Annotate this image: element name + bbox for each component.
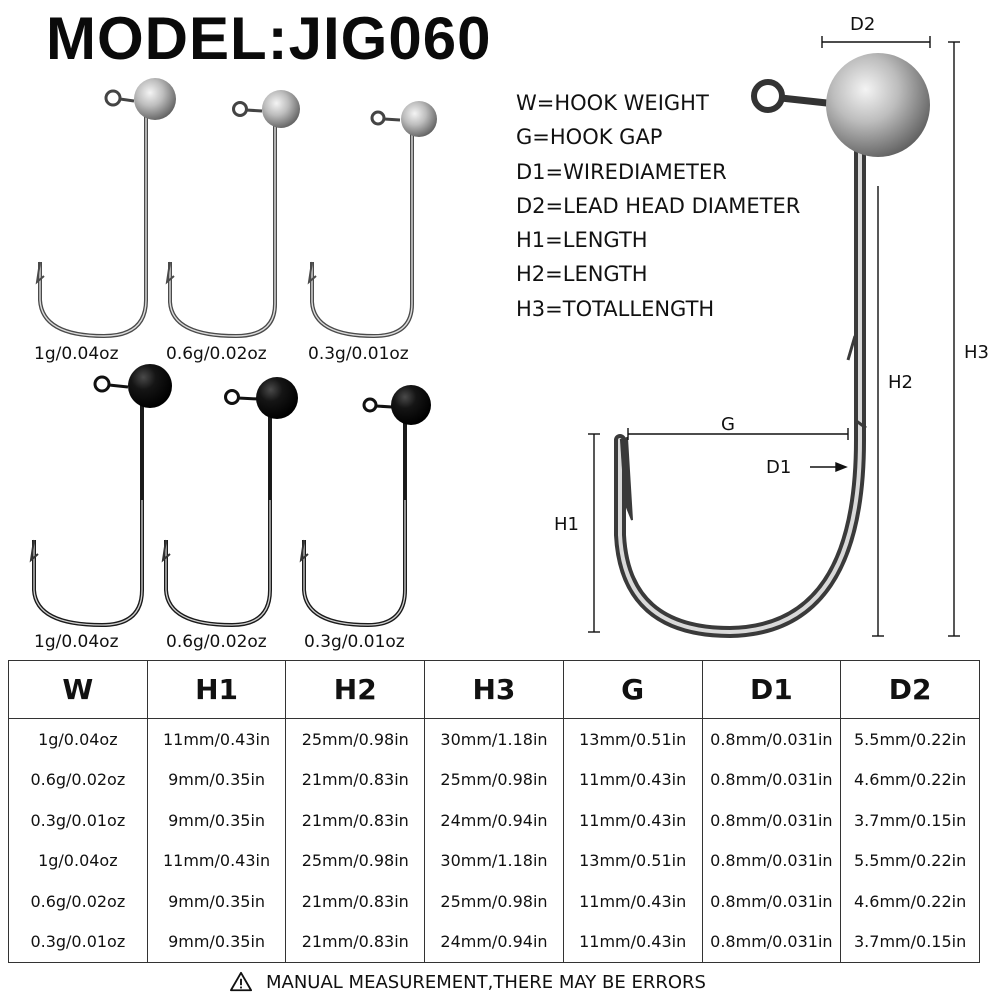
- table-cell: 13mm/0.51in: [562, 840, 703, 881]
- hook-weight-label: 0.3g/0.01oz: [308, 344, 409, 364]
- table-cell: 9mm/0.35in: [146, 800, 287, 841]
- warning-icon: [230, 971, 252, 992]
- column-header: H2: [285, 660, 426, 719]
- hooks-illustration: [29, 36, 960, 639]
- column-header: D1: [701, 660, 842, 719]
- table-header-row: W H1 H2 H3 G D1 D2: [8, 660, 980, 719]
- table-cell: 21mm/0.83in: [285, 800, 426, 841]
- table-cell: 25mm/0.98in: [285, 718, 426, 760]
- warning-text: MANUAL MEASUREMENT,THERE MAY BE ERRORS: [266, 971, 706, 993]
- hook-weight-label: 1g/0.04oz: [34, 344, 119, 364]
- silver-hook-3: [307, 101, 437, 339]
- legend-item: H2=LENGTH: [516, 262, 648, 287]
- table-cell: 11mm/0.43in: [562, 921, 703, 963]
- table-cell: 11mm/0.43in: [562, 800, 703, 841]
- dimension-label-d2: D2: [850, 14, 876, 35]
- hook-weight-label: 0.6g/0.02oz: [166, 632, 267, 652]
- dimension-label-h1: H1: [554, 514, 579, 535]
- table-cell: 0.8mm/0.031in: [701, 921, 842, 963]
- table-cell: 24mm/0.94in: [424, 800, 564, 841]
- table-cell: 11mm/0.43in: [146, 718, 287, 760]
- legend-item: D2=LEAD HEAD DIAMETER: [516, 193, 801, 218]
- table-cell: 24mm/0.94in: [424, 921, 564, 963]
- black-hook-3: [299, 385, 431, 628]
- dimension-label-g: G: [721, 414, 735, 435]
- hook-weight-label: 0.6g/0.02oz: [166, 344, 267, 364]
- table-cell: 9mm/0.35in: [146, 921, 287, 963]
- table-row: 0.6g/0.02oz 9mm/0.35in 21mm/0.83in 25mm/…: [8, 881, 980, 922]
- silver-hook-1: [35, 78, 176, 339]
- table-cell: 11mm/0.43in: [562, 759, 703, 800]
- spec-table: W H1 H2 H3 G D1 D2 1g/0.04oz 11mm/0.43in…: [8, 660, 980, 963]
- table-cell: 4.6mm/0.22in: [840, 759, 980, 800]
- table-row: 0.6g/0.02oz 9mm/0.35in 21mm/0.83in 25mm/…: [8, 759, 980, 800]
- table-cell: 21mm/0.83in: [285, 881, 426, 922]
- table-cell: 25mm/0.98in: [424, 759, 564, 800]
- legend-item: H3=TOTALLENGTH: [516, 296, 715, 321]
- table-cell: 0.8mm/0.031in: [701, 881, 842, 922]
- table-cell: 0.6g/0.02oz: [8, 881, 148, 922]
- column-header: W: [8, 660, 148, 719]
- table-cell: 0.8mm/0.031in: [701, 759, 842, 800]
- table-cell: 21mm/0.83in: [285, 759, 426, 800]
- table-cell: 5.5mm/0.22in: [840, 718, 980, 760]
- table-cell: 0.8mm/0.031in: [701, 718, 842, 760]
- legend-item: G=HOOK GAP: [516, 125, 663, 150]
- table-cell: 30mm/1.18in: [424, 840, 564, 881]
- legend-item: W=HOOK WEIGHT: [516, 91, 709, 115]
- table-cell: 30mm/1.18in: [424, 718, 564, 760]
- table-cell: 9mm/0.35in: [146, 759, 287, 800]
- table-cell: 0.8mm/0.031in: [701, 800, 842, 841]
- dimension-legend: W=HOOK WEIGHT G=HOOK GAP D1=WIREDIAMETER…: [516, 86, 800, 326]
- table-cell: 25mm/0.98in: [424, 881, 564, 922]
- table-cell: 9mm/0.35in: [146, 881, 287, 922]
- table-cell: 0.6g/0.02oz: [8, 759, 148, 800]
- table-cell: 21mm/0.83in: [285, 921, 426, 963]
- legend-item: D1=WIREDIAMETER: [516, 159, 727, 184]
- column-header: D2: [840, 660, 980, 719]
- dimension-label-h2: H2: [888, 372, 913, 393]
- diagram-hook: [614, 53, 930, 639]
- table-cell: 3.7mm/0.15in: [840, 800, 980, 841]
- column-header: H1: [146, 660, 287, 719]
- table-cell: 3.7mm/0.15in: [840, 921, 980, 963]
- table-row: 1g/0.04oz 11mm/0.43in 25mm/0.98in 30mm/1…: [8, 840, 980, 881]
- table-cell: 0.3g/0.01oz: [8, 921, 148, 963]
- black-hook-1: [29, 364, 172, 628]
- table-row: 1g/0.04oz 11mm/0.43in 25mm/0.98in 30mm/1…: [8, 718, 980, 760]
- silver-hook-2: [165, 90, 300, 339]
- black-hook-2: [161, 377, 298, 628]
- table-row: 0.3g/0.01oz 9mm/0.35in 21mm/0.83in 24mm/…: [8, 921, 980, 963]
- table-cell: 0.8mm/0.031in: [701, 840, 842, 881]
- dimension-lines: [588, 36, 960, 637]
- table-row: 0.3g/0.01oz 9mm/0.35in 21mm/0.83in 24mm/…: [8, 800, 980, 841]
- legend-item: H1=LENGTH: [516, 228, 648, 253]
- table-cell: 5.5mm/0.22in: [840, 840, 980, 881]
- table-cell: 1g/0.04oz: [8, 840, 148, 881]
- table-cell: 11mm/0.43in: [146, 840, 287, 881]
- table-cell: 25mm/0.98in: [285, 840, 426, 881]
- hook-weight-label: 1g/0.04oz: [34, 632, 119, 652]
- dimension-label-h3: H3: [964, 342, 989, 363]
- table-cell: 1g/0.04oz: [8, 718, 148, 760]
- model-title: MODEL:JIG060: [46, 5, 492, 72]
- table-cell: 4.6mm/0.22in: [840, 881, 980, 922]
- measurement-warning: MANUAL MEASUREMENT,THERE MAY BE ERRORS: [230, 968, 706, 996]
- dimension-label-d1: D1: [766, 457, 792, 478]
- table-cell: 0.3g/0.01oz: [8, 800, 148, 841]
- column-header: H3: [424, 660, 564, 719]
- column-header: G: [562, 660, 703, 719]
- table-cell: 11mm/0.43in: [562, 881, 703, 922]
- table-cell: 13mm/0.51in: [562, 718, 703, 760]
- hook-weight-label: 0.3g/0.01oz: [304, 632, 405, 652]
